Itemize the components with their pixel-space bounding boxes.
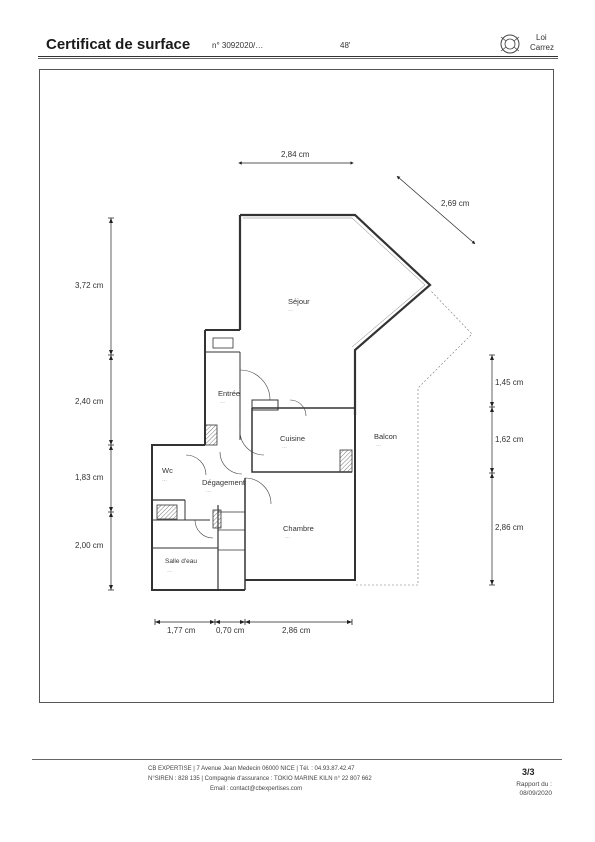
loi-line: Loi	[536, 33, 547, 42]
door-swing	[239, 369, 271, 401]
dim-label-right-1: 1,45 cm	[494, 378, 525, 387]
certificate-code: 48'	[340, 41, 351, 50]
dim-label-left-1: 3,72 cm	[74, 281, 105, 290]
room-label-cuisine: Cuisine	[280, 434, 306, 443]
room-area-degagement: …	[206, 488, 211, 494]
sejour-walls	[240, 213, 432, 415]
loi-carrez-label: Loi Carrez	[530, 33, 554, 53]
footer-line-2: N°SIREN : 828 135 | Compagnie d'assuranc…	[148, 776, 372, 782]
room-area-chambre: …	[285, 534, 290, 540]
room-label-entree: Entrée	[218, 389, 241, 398]
room-label-balcon: Balcon	[374, 432, 397, 441]
room-area-cuisine: …	[282, 444, 287, 450]
carrez-line: Carrez	[530, 43, 555, 52]
footer-line-3: Email : contact@cbexpertises.com	[210, 786, 303, 792]
room-area-salle-eau: …	[167, 568, 172, 574]
dim-label-bottom-2: 0,70 cm	[215, 626, 246, 635]
balcon-outline	[356, 289, 473, 586]
dim-label-right-2: 1,62 cm	[494, 435, 525, 444]
room-label-salle-eau: Salle d'eau	[165, 558, 197, 565]
dim-label-right-3: 2,86 cm	[494, 523, 525, 532]
footer-line-1: CB EXPERTISE | 7 Avenue Jean Medecin 060…	[148, 766, 355, 772]
certificate-number: n° 3092020/…	[212, 41, 264, 50]
dim-label-top: 2,84 cm	[280, 150, 311, 159]
dim-label-bottom-3: 2,86 cm	[281, 626, 312, 635]
dim-line-diagonal	[396, 175, 476, 245]
page-number: 3/3	[522, 767, 535, 777]
room-area-wc: …	[162, 477, 167, 483]
dim-label-left-2: 2,40 cm	[74, 397, 105, 406]
footer-rule	[32, 759, 562, 760]
dim-label-left-4: 2,00 cm	[74, 541, 105, 550]
dim-label-left-3: 1,83 cm	[74, 473, 105, 482]
report-date-label: Rapport du :	[516, 781, 552, 788]
header-rule-thin	[38, 58, 558, 59]
room-label-sejour: Séjour	[288, 297, 310, 306]
company-logo-icon	[500, 34, 520, 54]
header-rule	[38, 56, 558, 57]
report-date-value: 08/09/2020	[519, 790, 552, 797]
room-label-chambre: Chambre	[283, 524, 314, 533]
room-area-sejour: …	[288, 307, 293, 313]
cuisine-walls	[251, 407, 355, 473]
dim-label-bottom-1: 1,77 cm	[166, 626, 197, 635]
duct-hatch	[204, 424, 218, 446]
plan-frame	[39, 69, 554, 703]
room-area-balcon: …	[376, 442, 381, 448]
report-date-block: Rapport du : 08/09/2020	[500, 780, 552, 798]
dim-label-diagonal: 2,69 cm	[440, 199, 471, 208]
room-area-entree: …	[220, 399, 225, 405]
document-title: Certificat de surface	[46, 36, 191, 53]
room-label-degagement: Dégagement	[202, 478, 245, 487]
room-label-wc: Wc	[162, 466, 173, 475]
